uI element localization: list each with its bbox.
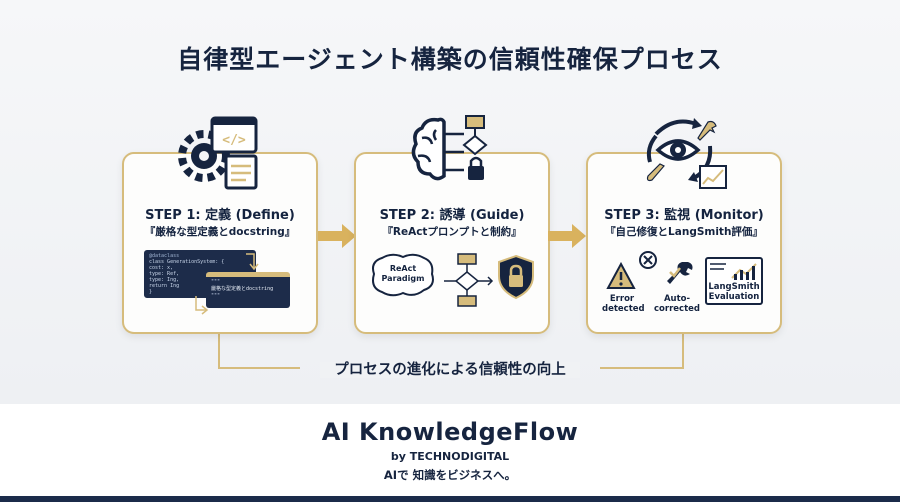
code-line: return Ing bbox=[149, 283, 180, 289]
progress-connector bbox=[218, 330, 684, 369]
doc-line: """ bbox=[211, 279, 221, 285]
code-line: @dataclass bbox=[149, 253, 180, 259]
evaluation-chart-icon bbox=[705, 257, 763, 305]
code-line: type: Ref, bbox=[149, 271, 180, 277]
step-title: STEP 1: 定義 (Define) bbox=[145, 208, 295, 223]
docstring-arrows-icon bbox=[195, 253, 259, 315]
brain-flow-icon bbox=[411, 115, 488, 181]
process-improvement-label: プロセスの進化による信頼性の向上 bbox=[0, 358, 900, 379]
step-card-guide: STEP 2: 誘導 (Guide) 『ReActプロンプトと制約』 ReAct… bbox=[354, 152, 550, 334]
code-line: class GenerationSystem: { bbox=[149, 259, 225, 265]
brand-tagline: AIで 知識をビジネスへ。 bbox=[383, 468, 517, 482]
wrench-icon bbox=[667, 262, 693, 284]
step-subtitle: 『ReActプロンプトと制約』 bbox=[382, 226, 522, 238]
step-title: STEP 2: 誘導 (Guide) bbox=[379, 208, 525, 223]
error-detected-label: Error detected bbox=[602, 294, 645, 314]
arrow-right-icon bbox=[548, 224, 586, 248]
react-paradigm-label: ReAct Paradigm bbox=[381, 264, 425, 283]
flowchart-icon bbox=[444, 253, 494, 307]
code-line: } bbox=[149, 289, 153, 295]
bottom-bar bbox=[0, 496, 900, 502]
step-subtitle: 『厳格な型定義とdocstring』 bbox=[144, 226, 296, 238]
code-gear-icon: </> bbox=[178, 116, 258, 190]
main-area: 自律型エージェント構築の信頼性確保プロセス STEP 1: 定義 (Define… bbox=[0, 0, 900, 404]
shield-lock-icon bbox=[498, 254, 534, 300]
step-title: STEP 3: 監視 (Monitor) bbox=[604, 208, 764, 223]
page-title: 自律型エージェント構築の信頼性確保プロセス bbox=[177, 45, 723, 74]
warning-icon bbox=[606, 262, 636, 289]
error-x-icon bbox=[639, 251, 657, 269]
eye-cycle-icon bbox=[646, 118, 727, 189]
react-bubble-icon bbox=[372, 253, 434, 297]
doc-line: 厳格な型定義とdocstring bbox=[211, 286, 274, 292]
step-card-monitor: STEP 3: 監視 (Monitor) 『自己修復とLangSmith評価』 bbox=[586, 152, 782, 334]
svg-text:</>: </> bbox=[222, 133, 246, 148]
doc-line: """ bbox=[211, 293, 221, 299]
step-card-define: STEP 1: 定義 (Define) 『厳格な型定義とdocstring』 @… bbox=[122, 152, 318, 334]
process-improvement-text: プロセスの進化による信頼性の向上 bbox=[320, 362, 580, 378]
auto-corrected-label: Auto-corrected bbox=[654, 294, 700, 314]
brand-by: by TECHNODIGITAL bbox=[390, 450, 510, 463]
docstring-block: """ 厳格な型定義とdocstring """ bbox=[206, 272, 290, 308]
langsmith-eval-label: LangSmith Evaluation bbox=[708, 282, 760, 302]
code-line: type: Ing, bbox=[149, 277, 180, 283]
code-line: cost: x, bbox=[149, 265, 174, 271]
brand-area: AI KnowledgeFlow by TECHNODIGITAL AIで 知識… bbox=[0, 404, 900, 502]
step-subtitle: 『自己修復とLangSmith評価』 bbox=[605, 226, 763, 238]
arrow-right-icon bbox=[318, 224, 356, 248]
brand-name: AI KnowledgeFlow bbox=[321, 418, 579, 446]
